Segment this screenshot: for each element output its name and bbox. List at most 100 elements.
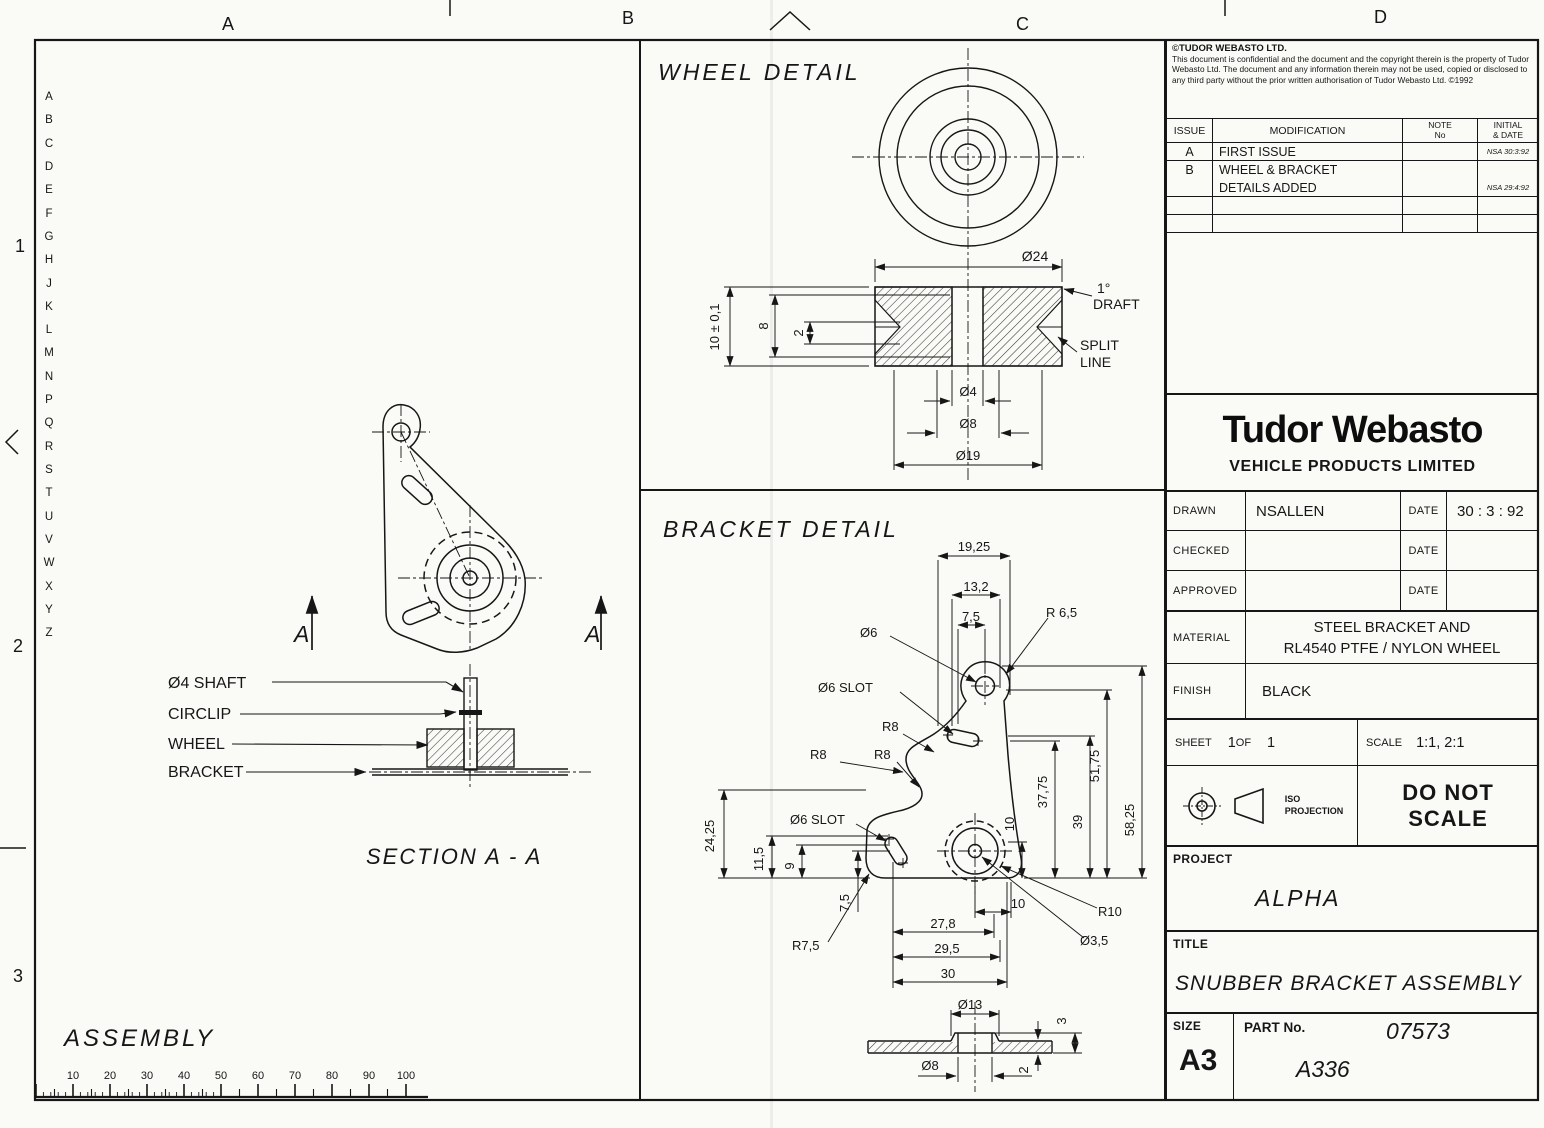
dim-r7-5: R7,5 xyxy=(792,938,819,953)
dim-draft-label: DRAFT xyxy=(1093,296,1140,312)
ruler-label: 30 xyxy=(141,1070,153,1082)
border-letter: Z xyxy=(45,627,53,640)
sheet-label: SHEET xyxy=(1175,736,1212,749)
size-part-row: SIZE A3 PART No. 07573 A336 xyxy=(1167,1012,1538,1100)
drawn-row: DRAWN NSALLEN DATE 30 : 3 : 92 xyxy=(1167,490,1538,530)
scale-value: 1:1, 2:1 xyxy=(1416,734,1465,751)
ruler-label: 60 xyxy=(252,1070,264,1082)
iso-label-line2: PROJECTION xyxy=(1284,805,1344,816)
grid-ref-side-3: 3 xyxy=(13,966,24,986)
project-row: PROJECT ALPHA xyxy=(1167,845,1538,930)
dim-phi6: Ø6 xyxy=(860,625,877,640)
dim-9: 9 xyxy=(782,862,797,869)
copyright-notice: ©TUDOR WEBASTO LTD. This document is con… xyxy=(1167,40,1538,118)
border-letter: W xyxy=(43,557,55,570)
drawn-date-value: 30 : 3 : 92 xyxy=(1457,502,1524,520)
dim-51-75: 51,75 xyxy=(1087,750,1102,783)
callout-circlip: CIRCLIP xyxy=(168,706,231,723)
border-letter: S xyxy=(45,464,53,476)
issue-header-initial-line1: INITIAL xyxy=(1493,119,1523,130)
approved-row: APPROVED DATE xyxy=(1167,570,1538,610)
wheel-dimension-lines xyxy=(724,259,1093,470)
sheet-cell: SHEET 1 OF 1 xyxy=(1167,720,1358,765)
dim-phi6-slot-upper: Ø6 SLOT xyxy=(818,680,873,695)
issue-cell-empty xyxy=(1213,197,1403,215)
section-label: SECTION A - A xyxy=(366,844,542,869)
issue-cell-empty xyxy=(1478,197,1538,215)
project-label: PROJECT xyxy=(1173,852,1233,866)
date-label: DATE xyxy=(1401,492,1447,530)
dim-19-25: 19,25 xyxy=(958,539,991,554)
dim-7-5-top: 7,5 xyxy=(962,609,980,624)
border-letter: D xyxy=(44,160,54,173)
ruler-label: 20 xyxy=(104,1070,116,1082)
dim-phi13: Ø13 xyxy=(958,997,983,1012)
issue-row-b-modification: WHEEL & BRACKET xyxy=(1213,161,1403,179)
dim-phi8: Ø8 xyxy=(959,416,976,431)
section-cut-arrows xyxy=(305,595,608,650)
logo-wordmark: Tudor Webasto xyxy=(1222,409,1483,451)
dim-29-5: 29,5 xyxy=(934,941,959,956)
paper-fold-crease xyxy=(770,0,773,1128)
part-number-value: A336 xyxy=(1296,1056,1350,1082)
sheet-scale-row: SHEET 1 OF 1 SCALE 1:1, 2:1 xyxy=(1167,718,1538,765)
drawing-title-label: TITLE xyxy=(1173,937,1209,951)
section-marker-left: A xyxy=(292,621,309,647)
size-value: A3 xyxy=(1179,1044,1218,1077)
date-label: DATE xyxy=(1401,571,1447,610)
issue-cell-empty xyxy=(1403,215,1478,232)
issue-table: ISSUE MODIFICATION NOTE No INITIAL & DAT… xyxy=(1167,118,1538,233)
border-letter: J xyxy=(46,277,52,290)
issue-row-b-id: B xyxy=(1167,161,1213,179)
checked-row: CHECKED DATE xyxy=(1167,530,1538,570)
grid-ref-top-a: A xyxy=(222,14,235,34)
scale-cell: SCALE 1:1, 2:1 xyxy=(1358,720,1538,765)
material-row: MATERIAL STEEL BRACKET AND RL4540 PTFE /… xyxy=(1167,610,1538,663)
project-value: ALPHA xyxy=(1255,885,1341,911)
ruler-label: 50 xyxy=(215,1070,227,1082)
fold-mark-icon xyxy=(769,10,811,31)
issue-cell-empty xyxy=(1167,197,1213,215)
assembly-title: ASSEMBLY xyxy=(62,1025,215,1052)
scale-ruler xyxy=(35,1084,428,1099)
border-letter: K xyxy=(45,300,53,313)
do-not-scale-line1: DO NOT xyxy=(1402,780,1494,806)
dim-draft-angle: 1° xyxy=(1097,280,1110,296)
dim-39: 39 xyxy=(1070,815,1085,829)
part-number-written: 07573 xyxy=(1386,1018,1450,1044)
issue-cell-empty xyxy=(1403,197,1478,215)
wheel-detail-view xyxy=(724,48,1093,480)
issue-cell-empty xyxy=(1478,215,1538,232)
dim-r8-b: R8 xyxy=(810,747,827,762)
wheel-texts: WHEEL DETAIL Ø24 1° DRAFT SPLIT LINE 10 … xyxy=(658,59,1140,463)
do-not-scale-line2: SCALE xyxy=(1408,805,1488,831)
dim-10-right: 10 xyxy=(1002,817,1017,831)
issue-header-note: NOTE No xyxy=(1403,119,1478,143)
iso-projection-label: ISO PROJECTION xyxy=(1285,794,1344,817)
callout-bracket: BRACKET xyxy=(168,764,244,781)
company-logo: Tudor Webasto VEHICLE PRODUCTS LIMITED xyxy=(1167,393,1538,490)
drawn-value: NSALLEN xyxy=(1246,492,1401,530)
border-letter: P xyxy=(45,394,53,407)
issue-cell-empty xyxy=(1167,179,1213,197)
dim-24-25: 24,25 xyxy=(702,820,717,853)
border-letter: R xyxy=(44,440,54,453)
checked-value xyxy=(1246,531,1401,570)
section-marker-right: A xyxy=(583,621,600,647)
copyright-title: ©TUDOR WEBASTO LTD. xyxy=(1172,43,1287,54)
checked-date-value xyxy=(1447,531,1538,570)
material-line-1: STEEL BRACKET AND xyxy=(1313,618,1471,636)
iso-label-line1: ISO xyxy=(1284,793,1301,804)
border-letter: N xyxy=(44,370,54,383)
slot-center-marks xyxy=(884,730,983,868)
assembly-view xyxy=(35,403,608,1099)
issue-header-modification: MODIFICATION xyxy=(1213,119,1403,143)
projection-row: ISO PROJECTION DO NOT SCALE xyxy=(1167,765,1538,845)
dim-10-bottom: 10 xyxy=(1011,896,1025,911)
assembly-texts: Ø4 SHAFT CIRCLIP WHEEL BRACKET A A SECTI… xyxy=(62,621,600,1082)
dim-width-10: 10 ± 0,1 xyxy=(707,304,722,351)
ruler-label: 100 xyxy=(397,1070,415,1082)
dim-7-5-left: 7,5 xyxy=(837,894,852,912)
